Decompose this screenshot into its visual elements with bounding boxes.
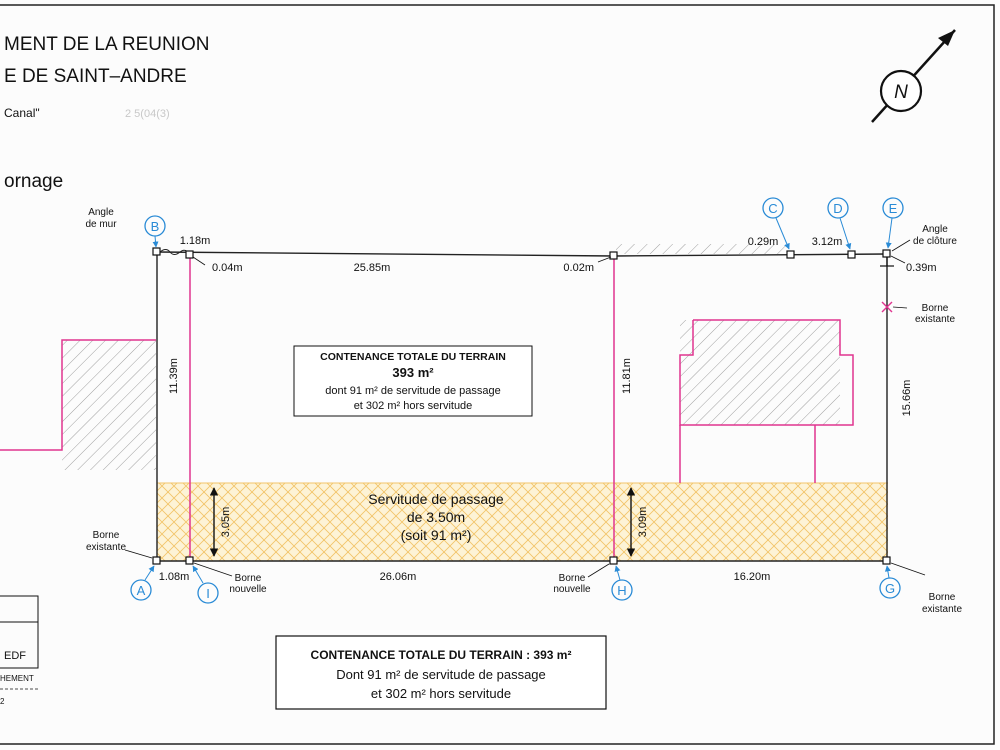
- point-h-circle: [611, 579, 633, 601]
- dim-top-4: 0.02m: [563, 262, 594, 274]
- servitude-hatch: [157, 483, 888, 561]
- dim-top-2: 0.04m: [212, 262, 243, 274]
- point-d-circle: [827, 197, 849, 219]
- legend-fragment: EDF HEMENT 2: [0, 595, 39, 706]
- legend-hement: HEMENT: [0, 674, 34, 683]
- point-e-label: E: [889, 201, 898, 216]
- drawing-frame: [0, 4, 995, 745]
- dim-bottom-1: 1.08m: [159, 571, 190, 583]
- north-arrow-icon: N: [871, 29, 956, 123]
- neighbor-building-hatch: [62, 340, 156, 470]
- servitude-label-2: de 3.50m: [407, 509, 465, 525]
- point-i-circle: [197, 582, 219, 604]
- point-a-label: A: [137, 583, 146, 598]
- bottom-box-line2: et 302 m² hors servitude: [371, 686, 511, 701]
- area-box-line1: dont 91 m² de servitude de passage: [325, 385, 501, 397]
- dim-left-vertical: 11.39m: [168, 358, 180, 394]
- point-i-label: I: [206, 586, 210, 601]
- note-borne-existante-e-1: Borne: [922, 303, 949, 314]
- note-borne-existante-g-1: Borne: [929, 592, 956, 603]
- house-hatch: [680, 320, 840, 425]
- header-line1: MENT DE LA REUNION: [4, 34, 210, 55]
- house-outline: [679, 319, 854, 483]
- point-a-circle: [130, 579, 152, 601]
- header-blurred-reference: 2 5(04(3): [125, 108, 170, 120]
- area-summary-box-bottom: [275, 635, 607, 710]
- note-angle-mur-1: Angle: [88, 207, 114, 218]
- bottom-box-title: CONTENANCE TOTALE DU TERRAIN : 393 m²: [311, 648, 572, 662]
- dim-top-1: 1.18m: [180, 235, 211, 247]
- fence-corner-mark: [880, 257, 894, 267]
- area-box-line2: et 302 m² hors servitude: [354, 400, 473, 412]
- dim-top-6: 3.12m: [812, 236, 843, 248]
- header-line3: Canal": [4, 106, 40, 120]
- servitude-label-3: (soit 91 m²): [401, 527, 472, 543]
- point-g-label: G: [885, 581, 895, 596]
- legend-edf: EDF: [4, 650, 26, 662]
- dim-bottom-3: 16.20m: [734, 571, 771, 583]
- parcel-boundary: [156, 251, 888, 562]
- note-borne-nouvelle-i-1: Borne: [235, 573, 262, 584]
- note-borne-existante-a-1: Borne: [93, 530, 120, 541]
- dim-mid-vertical: 11.81m: [621, 358, 633, 394]
- note-borne-nouvelle-i-2: nouvelle: [229, 584, 267, 595]
- dim-top-5: 0.29m: [748, 236, 779, 248]
- boundary-markers: [152, 247, 891, 565]
- note-borne-existante-g-2: existante: [922, 604, 962, 615]
- point-c-label: C: [768, 201, 777, 216]
- servitude-label-1: Servitude de passage: [368, 491, 504, 507]
- note-borne-nouvelle-h-1: Borne: [559, 573, 586, 584]
- top-wall-hatch: [616, 244, 788, 254]
- dim-top-3: 25.85m: [354, 262, 391, 274]
- point-d-label: D: [833, 201, 842, 216]
- point-c-circle: [762, 197, 784, 219]
- point-e-circle: [882, 197, 904, 219]
- area-box-title: CONTENANCE TOTALE DU TERRAIN: [320, 351, 506, 363]
- point-b-label: B: [151, 219, 160, 234]
- legend-two: 2: [0, 697, 5, 706]
- dim-servitude-mid: 3.09m: [637, 507, 649, 538]
- area-summary-box: [293, 345, 533, 417]
- note-borne-nouvelle-h-2: nouvelle: [553, 584, 591, 595]
- note-angle-cloture-2: de clôture: [913, 236, 957, 247]
- note-angle-cloture-1: Angle: [922, 224, 948, 235]
- section-title: ornage: [4, 171, 63, 192]
- dim-servitude-left: 3.05m: [220, 507, 232, 538]
- compass-letter: N: [894, 82, 908, 103]
- note-borne-existante-e-2: existante: [915, 314, 955, 325]
- dim-right-vertical: 15.66m: [901, 380, 913, 417]
- note-angle-mur-2: de mur: [85, 219, 117, 230]
- existing-marker-cross-icon: [881, 301, 893, 313]
- dim-top-7: 0.39m: [906, 262, 937, 274]
- neighbor-building-outline: [0, 339, 156, 451]
- header-line2: E DE SAINT–ANDRE: [4, 66, 187, 87]
- point-h-label: H: [617, 583, 626, 598]
- point-g-circle: [879, 577, 901, 599]
- area-box-total: 393 m²: [392, 365, 434, 380]
- note-borne-existante-a-2: existante: [86, 542, 126, 553]
- dim-bottom-2: 26.06m: [380, 571, 417, 583]
- bottom-box-line1: Dont 91 m² de servitude de passage: [336, 667, 546, 682]
